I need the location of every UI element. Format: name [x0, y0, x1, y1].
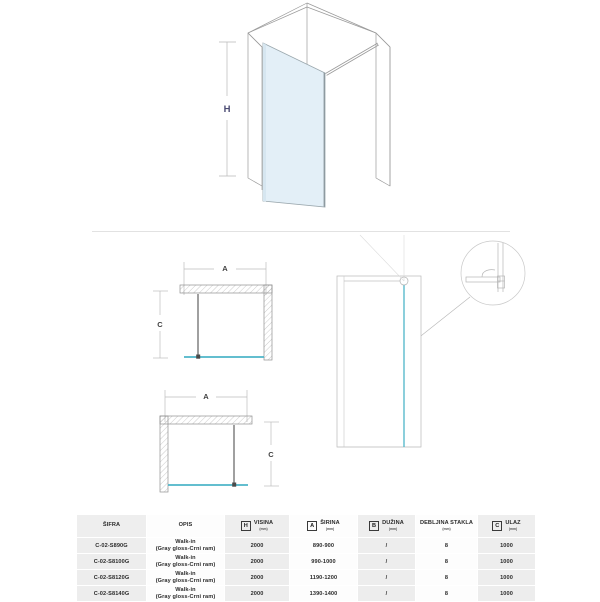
- wall-bracket: [196, 354, 201, 359]
- cell-visina: 2000: [224, 537, 290, 554]
- col-header-duzina: B DUŽINA (mm): [357, 514, 416, 538]
- badge-a-icon: A: [307, 520, 318, 531]
- cell-opis-line2: (Gray gloss-Crni ram): [155, 577, 216, 584]
- col-header-sirina-label: ŠIRINA: [320, 519, 340, 526]
- cell-ulaz: 1000: [477, 585, 536, 602]
- section-divider: [92, 231, 510, 232]
- cell-opis-line2: (Gray gloss-Crni ram): [155, 593, 216, 600]
- plan-right-entry-label-C: C: [268, 450, 274, 459]
- cell-duzina: /: [357, 553, 416, 570]
- cell-opis: Walk-in(Gray gloss-Crni ram): [146, 537, 225, 554]
- cell-visina: 2000: [224, 585, 290, 602]
- wall-bracket: [232, 482, 237, 487]
- detail-leader-line: [411, 296, 471, 344]
- col-header-ulaz-label: ULAZ: [505, 519, 521, 526]
- cell-opis-line1: Walk-in: [175, 570, 196, 577]
- cell-sirina: 890-900: [289, 537, 358, 554]
- col-header-sirina: A ŠIRINA (mm): [289, 514, 358, 538]
- col-header-duzina-label: DUŽINA: [382, 519, 404, 526]
- wall-hatch: [179, 284, 273, 361]
- col-header-sifra-label: ŠIFRA: [102, 522, 121, 529]
- col-header-visina: H VISINA (mm): [224, 514, 290, 538]
- col-header-opis-label: OPIS: [178, 522, 193, 529]
- cell-duzina: /: [357, 569, 416, 586]
- cell-sirina: 1190-1200: [289, 569, 358, 586]
- detail-callout-circle: [411, 240, 526, 344]
- ceiling-edge: [247, 2, 377, 34]
- glass-panel-elevation: [336, 275, 422, 448]
- col-header-visina-label: VISINA: [253, 519, 274, 526]
- cell-visina: 2000: [224, 569, 290, 586]
- cell-sifra: C-02-S8100G: [76, 553, 147, 570]
- cell-ulaz: 1000: [477, 553, 536, 570]
- col-header-debljina-stakla: DEBLJINA STAKLA (mm): [415, 514, 478, 538]
- table-header-row: ŠIFRA OPIS H VISINA (mm): [76, 514, 536, 538]
- height-label-H: H: [224, 104, 231, 115]
- col-header-debljina-unit: (mm): [442, 527, 451, 532]
- cell-sifra: C-02-S8140G: [76, 585, 147, 602]
- cell-debljina-stakla: 8: [415, 553, 478, 570]
- cell-debljina-stakla: 8: [415, 537, 478, 554]
- col-header-visina-unit: (mm): [259, 527, 268, 532]
- plan-view-right-drawing: A C: [140, 380, 302, 512]
- cell-ulaz: 1000: [477, 537, 536, 554]
- col-header-ulaz-unit: (mm): [508, 527, 518, 532]
- cell-visina: 2000: [224, 553, 290, 570]
- plan-right-width-label-A: A: [203, 392, 209, 401]
- cell-sirina: 990-1000: [289, 553, 358, 570]
- specification-table: ŠIFRA OPIS H VISINA (mm): [76, 514, 536, 602]
- support-bar: [325, 42, 379, 76]
- cell-sirina: 1390-1400: [289, 585, 358, 602]
- front-elevation-drawing: [330, 234, 600, 512]
- badge-h-icon: H: [240, 520, 251, 531]
- walk-in-shower-perspective-drawing: H: [180, 0, 410, 215]
- cell-duzina: /: [357, 537, 416, 554]
- cell-debljina-stakla: 8: [415, 585, 478, 602]
- cell-ulaz: 1000: [477, 569, 536, 586]
- col-header-duzina-unit: (mm): [388, 527, 398, 532]
- cell-opis-line1: Walk-in: [175, 538, 196, 545]
- left-wall-panel: [247, 32, 263, 187]
- plan-left-width-label-A: A: [222, 264, 228, 273]
- col-header-debljina-label: DEBLJINA STAKLA: [419, 519, 474, 526]
- col-header-sifra: ŠIFRA: [76, 514, 147, 538]
- cell-duzina: /: [357, 585, 416, 602]
- plan-view-left-drawing: A C: [140, 250, 292, 380]
- cell-debljina-stakla: 8: [415, 569, 478, 586]
- col-header-opis: OPIS: [146, 514, 225, 538]
- wall-hatch: [159, 415, 253, 493]
- right-wall-panel: [375, 32, 391, 187]
- cell-opis-line2: (Gray gloss-Crni ram): [155, 561, 216, 568]
- glass-panel: [262, 42, 326, 208]
- cell-sifra: C-02-S890G: [76, 537, 147, 554]
- cell-opis: Walk-in(Gray gloss-Crni ram): [146, 585, 225, 602]
- cell-opis: Walk-in(Gray gloss-Crni ram): [146, 569, 225, 586]
- col-header-sirina-unit: (mm): [325, 527, 335, 532]
- cell-opis: Walk-in(Gray gloss-Crni ram): [146, 553, 225, 570]
- cell-opis-line1: Walk-in: [175, 554, 196, 561]
- cell-opis-line1: Walk-in: [175, 586, 196, 593]
- badge-b-icon: B: [369, 520, 380, 531]
- badge-c-icon: C: [492, 520, 503, 531]
- cell-opis-line2: (Gray gloss-Crni ram): [155, 545, 216, 552]
- col-header-ulaz: C ULAZ (mm): [477, 514, 536, 538]
- cell-sifra: C-02-S8120G: [76, 569, 147, 586]
- plan-left-entry-label-C: C: [157, 320, 163, 329]
